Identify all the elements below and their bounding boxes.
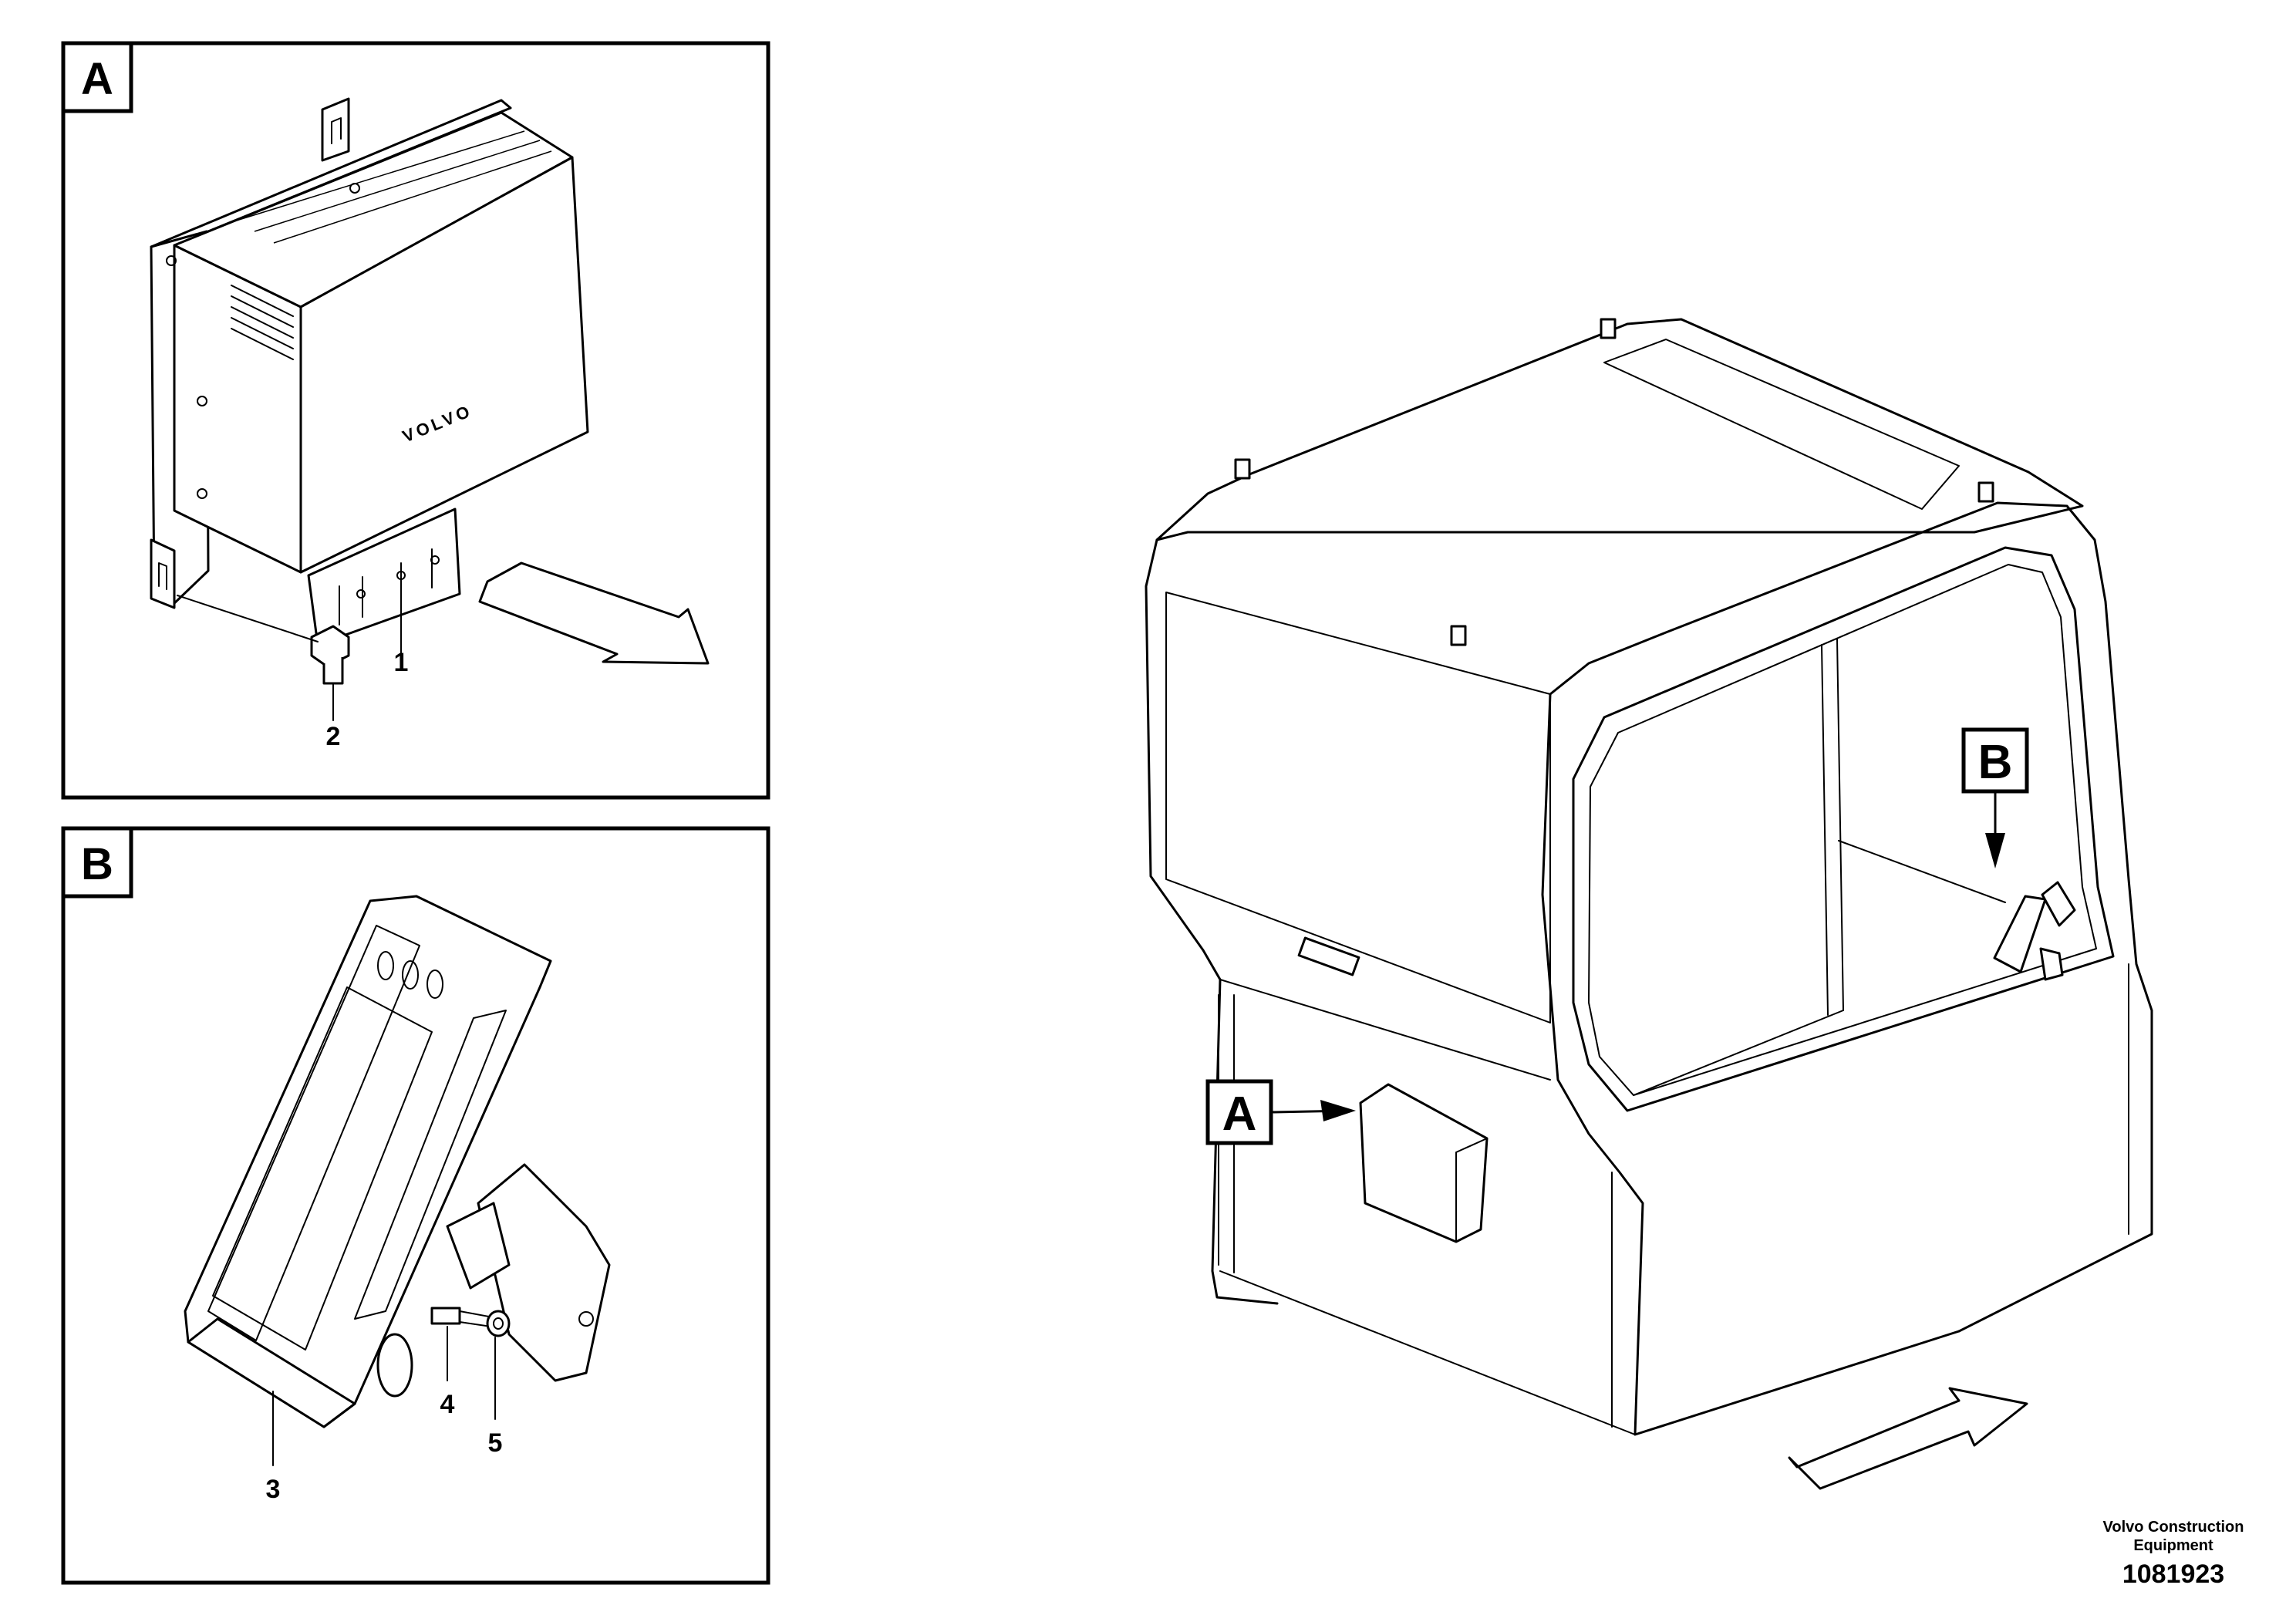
cab-tag-b-letter: B	[1978, 736, 2013, 789]
display-unit-drawing	[184, 895, 611, 1428]
callout-4: 4	[440, 1390, 455, 1419]
cab-tag-a: A	[1205, 1079, 1356, 1145]
cab-tag-a-arrowhead	[1320, 1100, 1356, 1121]
cab-tag-b-arrowhead	[1985, 833, 2005, 868]
footer-company-line-2: Equipment	[2133, 1537, 2213, 1554]
callout-1: 1	[394, 648, 409, 677]
footer-company-line-1: Volvo Construction	[2103, 1519, 2244, 1536]
callout-3: 3	[266, 1475, 281, 1504]
panel-a-letter-box	[61, 41, 133, 113]
panel-a-letter: A	[81, 54, 113, 104]
panel-b-letter: B	[81, 839, 113, 889]
panel-b: B	[61, 826, 770, 1585]
operator-cab-drawing	[1145, 318, 2153, 1436]
panel-a: A	[61, 41, 770, 800]
direction-arrow-a	[478, 561, 710, 665]
cab-tag-b: B	[1961, 727, 2029, 868]
footer-drawing-number: 1081923	[2122, 1560, 2224, 1589]
bolt-drawing	[177, 595, 350, 685]
direction-arrow-cab	[1788, 1387, 2028, 1490]
footer: Volvo Construction Equipment 1081923	[2103, 1519, 2244, 1589]
panel-b-letter-box	[61, 826, 133, 899]
cab-tag-a-letter: A	[1222, 1088, 1257, 1141]
control-unit-drawing: VOLVO	[150, 97, 589, 646]
callout-2: 2	[326, 722, 341, 751]
callout-5: 5	[488, 1428, 503, 1458]
